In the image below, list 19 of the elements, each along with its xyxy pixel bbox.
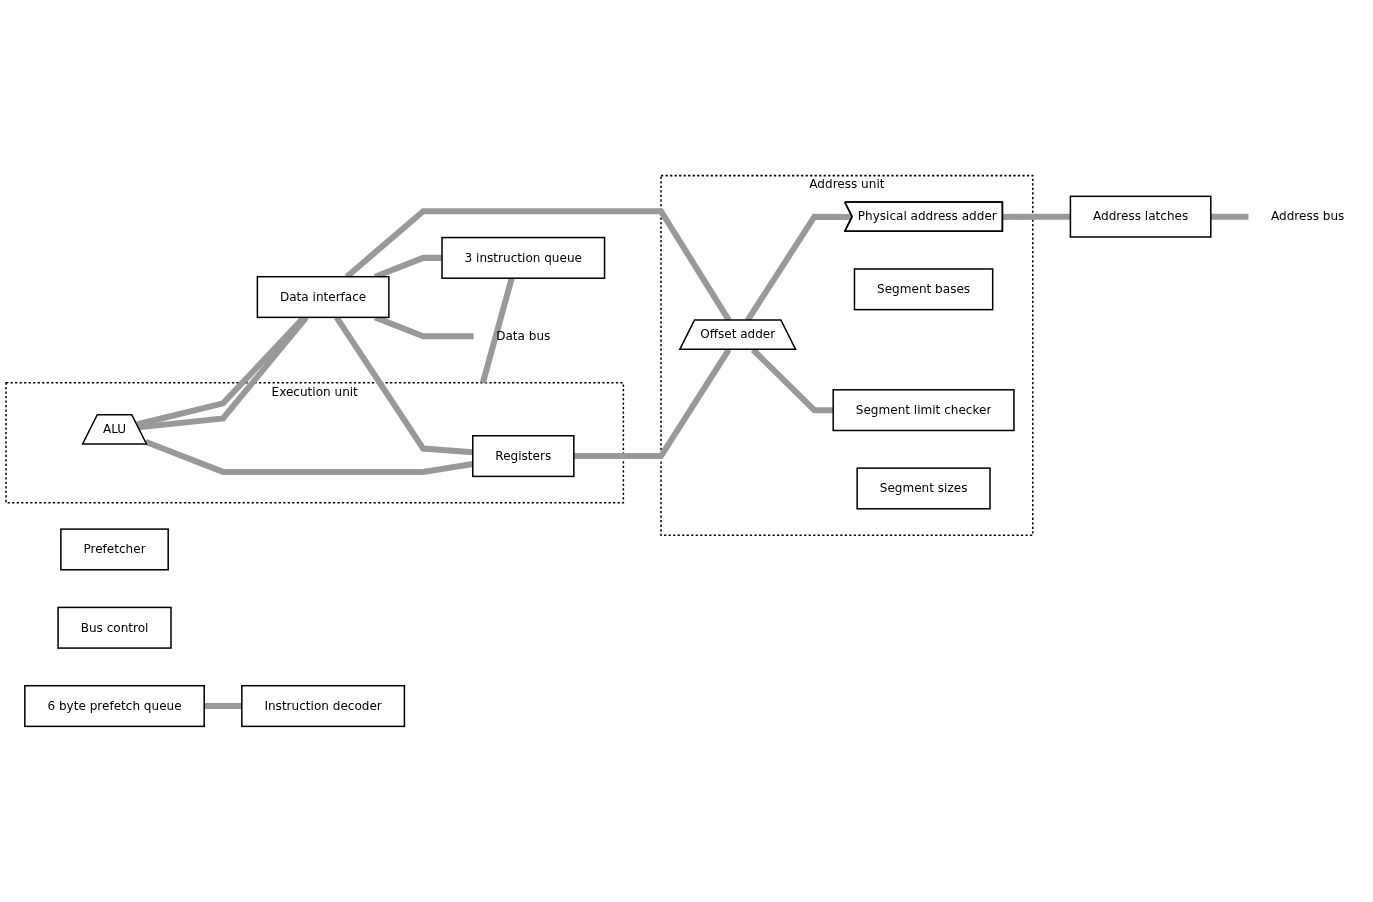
node-box: Segment sizes — [856, 467, 991, 510]
connector — [1002, 213, 1071, 221]
node-text: Address bus — [1271, 209, 1345, 224]
node-box: Data interface — [256, 275, 390, 319]
node-box: Segment bases — [853, 268, 994, 311]
connector — [204, 703, 242, 710]
node-text: Data bus — [496, 328, 551, 343]
node-box: Segment limit checker — [832, 389, 1015, 432]
node-box: Address latches — [1069, 195, 1212, 238]
node-box: Instruction decoder — [241, 684, 406, 728]
connector — [479, 277, 515, 384]
node-box: Prefetcher — [60, 528, 169, 571]
connector — [750, 347, 834, 414]
node-box: Bus control — [57, 606, 172, 649]
node-box: 3 instruction queue — [441, 236, 606, 279]
connector — [1210, 213, 1249, 220]
node-box: 6 byte prefetch queue — [24, 684, 205, 728]
connector — [745, 213, 853, 322]
node-box: Registers — [472, 435, 575, 478]
